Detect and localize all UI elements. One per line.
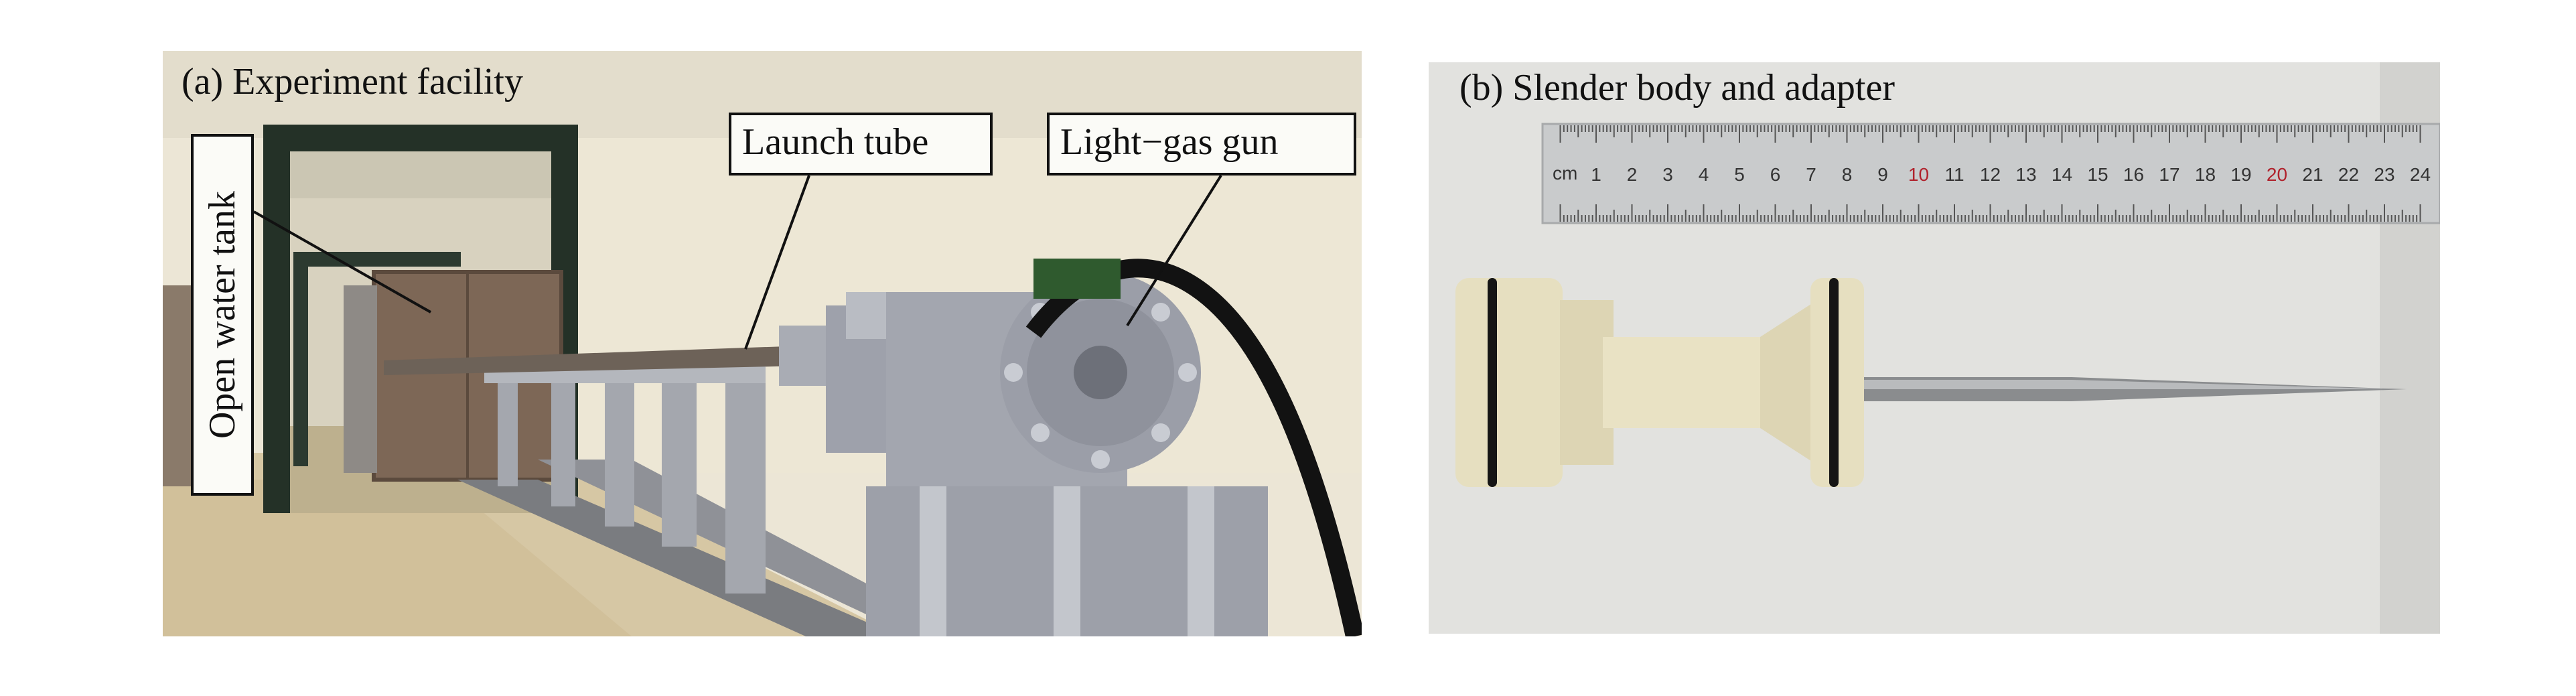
adapter bbox=[1455, 278, 1864, 487]
ruler-number: 2 bbox=[1627, 164, 1638, 185]
ruler-number: 11 bbox=[1944, 164, 1964, 185]
ruler-number: 12 bbox=[1980, 164, 2001, 185]
ruler-number: 17 bbox=[2159, 164, 2179, 185]
ruler-number: 14 bbox=[2052, 164, 2072, 185]
ruler-number: 6 bbox=[1770, 164, 1781, 185]
open-water-tank-label: Open water tank bbox=[202, 190, 243, 439]
ruler-number: 21 bbox=[2302, 164, 2323, 185]
ruler-number: 5 bbox=[1734, 164, 1745, 185]
ruler-number: 8 bbox=[1842, 164, 1853, 185]
light-gas-gun-callout: Light−gas gun bbox=[1047, 113, 1356, 176]
ruler-number: 9 bbox=[1877, 164, 1888, 185]
ruler-number: 10 bbox=[1908, 164, 1929, 185]
ruler-number: 22 bbox=[2338, 164, 2359, 185]
ruler-number: 18 bbox=[2195, 164, 2216, 185]
ruler-number: 23 bbox=[2374, 164, 2394, 185]
ruler-number: 3 bbox=[1662, 164, 1673, 185]
ruler-number: 20 bbox=[2267, 164, 2287, 185]
launch-tube-callout: Launch tube bbox=[729, 113, 993, 176]
ruler-unit-label: cm bbox=[1553, 163, 1577, 184]
ruler-number: 7 bbox=[1806, 164, 1816, 185]
ruler-number: 15 bbox=[2087, 164, 2108, 185]
experiment-facility-photo: (a) Experiment facility Launch tube Ligh… bbox=[163, 51, 1362, 636]
ruler-number: 16 bbox=[2123, 164, 2144, 185]
ruler-number: 24 bbox=[2410, 164, 2431, 185]
ruler-number: 1 bbox=[1591, 164, 1601, 185]
open-water-tank-callout: Open water tank bbox=[191, 134, 254, 496]
ruler-number: 13 bbox=[2015, 164, 2036, 185]
ruler-number: 19 bbox=[2230, 164, 2251, 185]
ruler-number: 4 bbox=[1699, 164, 1709, 185]
panel-b-title: (b) Slender body and adapter bbox=[1459, 67, 1895, 109]
panel-a-title: (a) Experiment facility bbox=[182, 61, 523, 102]
